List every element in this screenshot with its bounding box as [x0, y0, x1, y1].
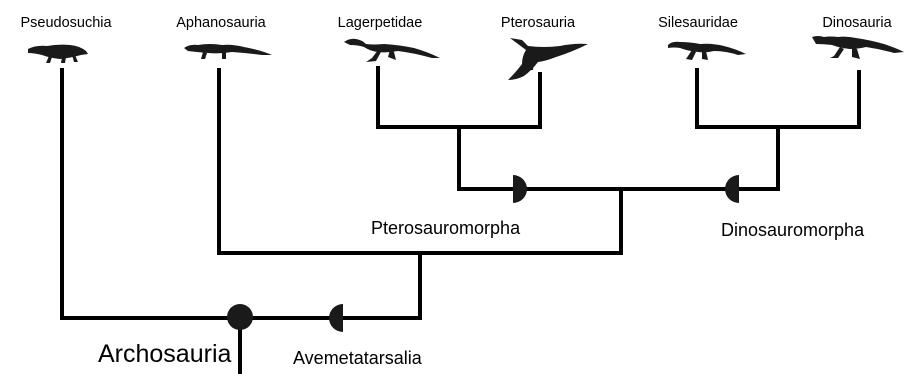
- taxon-label-dinosauria: Dinosauria: [822, 15, 892, 31]
- dinosauromorpha-stem-marker: [725, 175, 739, 203]
- silesaurid-silhouette-icon: [668, 42, 746, 60]
- pterosauromorpha-stem-marker: [513, 175, 527, 203]
- archosauria-node-dot: [227, 304, 253, 330]
- taxon-labels: Pseudosuchia Aphanosauria Lagerpetidae P…: [20, 15, 892, 31]
- taxon-label-silesauridae: Silesauridae: [658, 15, 738, 31]
- taxon-label-aphanosauria: Aphanosauria: [176, 15, 266, 31]
- dinosaur-silhouette-icon: [812, 36, 904, 59]
- taxon-label-pterosauria: Pterosauria: [501, 15, 576, 31]
- avemetatarsalia-stem-marker: [329, 304, 343, 332]
- clade-label-dinosauromorpha: Dinosauromorpha: [721, 220, 865, 240]
- pterosaur-silhouette-icon: [508, 38, 588, 80]
- lagerpetid-silhouette-icon: [344, 39, 440, 62]
- aphanosaur-silhouette-icon: [184, 44, 272, 59]
- taxon-label-lagerpetidae: Lagerpetidae: [338, 15, 423, 31]
- clade-labels: Pterosauromorpha Dinosauromorpha Avemeta…: [98, 218, 865, 368]
- taxon-label-pseudosuchia: Pseudosuchia: [20, 15, 112, 31]
- clade-label-avemetatarsalia: Avemetatarsalia: [293, 348, 423, 368]
- crocodile-silhouette-icon: [28, 45, 88, 63]
- clade-label-archosauria: Archosauria: [98, 340, 231, 368]
- clade-label-pterosauromorpha: Pterosauromorpha: [371, 218, 521, 238]
